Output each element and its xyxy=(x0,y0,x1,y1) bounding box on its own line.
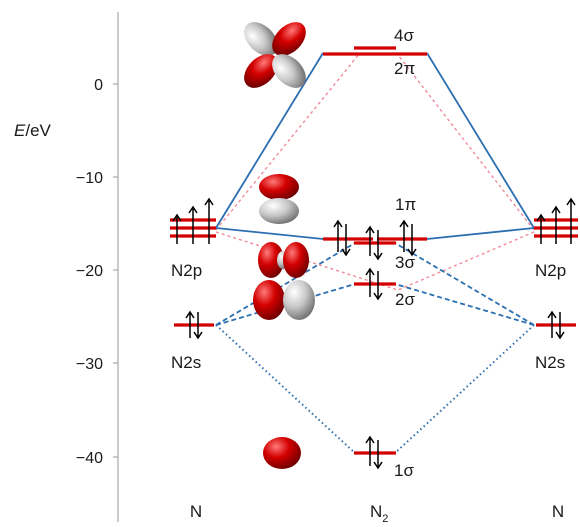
corr-left2p-to-2pi xyxy=(215,52,324,229)
spin-up-arrow xyxy=(566,197,576,244)
right-n2s-level xyxy=(536,310,576,340)
orbital-lobe-grey xyxy=(283,280,315,320)
spin-up-arrow xyxy=(399,219,409,252)
spin-up-arrow xyxy=(172,213,182,244)
corr-right2p-to-3sigma xyxy=(397,231,535,291)
mo-3sigma-label: 3σ xyxy=(395,253,415,272)
right-n2p-label: N2p xyxy=(535,261,566,280)
left-n2p-levels xyxy=(170,197,216,244)
orbital-lobe-red xyxy=(244,54,278,88)
spin-up-arrow xyxy=(365,435,375,466)
orbital-lobe-red xyxy=(283,242,309,278)
mo-4sigma-label: 4σ xyxy=(394,26,414,45)
left-n2p-label: N2p xyxy=(171,261,202,280)
tick-label-minus20: −20 xyxy=(76,263,103,280)
orbital-1sigma-image xyxy=(263,437,301,469)
corr-right2s-to-3sigma xyxy=(394,242,535,326)
molecule-symbol: N xyxy=(370,502,382,521)
orbital-1pi-bonding-image xyxy=(259,174,299,224)
corr-left2p-to-4sigma xyxy=(215,52,361,231)
column-label-molecule: N2 xyxy=(370,502,388,525)
mo-2sigma-label: 2σ xyxy=(395,290,415,309)
mo-1pi-label: 1π xyxy=(395,195,416,214)
orbital-lobe-grey xyxy=(272,54,306,88)
spin-down-arrow xyxy=(373,271,383,301)
energy-axis-label: E/eV xyxy=(14,121,52,140)
mo-2pi-label: 2π xyxy=(394,59,415,78)
corr-left2p-to-3sigma xyxy=(215,231,399,291)
corr-right2p-to-2pi xyxy=(426,52,535,229)
corr-right2s-to-1sigma xyxy=(394,324,535,454)
spin-down-arrow xyxy=(555,312,565,340)
left-n2s-label: N2s xyxy=(171,353,201,372)
mo-1sigma-label: 1σ xyxy=(394,461,414,480)
spin-down-arrow xyxy=(193,312,203,340)
orbital-lobe-red xyxy=(272,22,306,56)
tick-label-minus30: −30 xyxy=(76,356,103,373)
molecule-subscript: 2 xyxy=(382,513,388,525)
tick-label-minus40: −40 xyxy=(76,450,103,467)
orbital-lobe-grey xyxy=(259,198,299,224)
orbital-lobe-red xyxy=(259,174,299,200)
spin-up-arrow xyxy=(185,310,195,338)
orbital-lobe-red xyxy=(263,437,301,469)
right-n2s-label: N2s xyxy=(535,353,565,372)
spin-up-arrow xyxy=(365,267,375,297)
mo-2sigma-level xyxy=(354,267,396,301)
mo-3sigma-level xyxy=(354,225,396,261)
energy-symbol: E xyxy=(14,121,26,140)
spin-down-arrow xyxy=(407,224,417,257)
orbital-2sigma-image xyxy=(253,280,315,320)
mo-1sigma-level xyxy=(354,435,396,470)
corr-right2p-to-2pi xyxy=(397,54,535,231)
spin-up-arrow xyxy=(551,205,561,244)
orbital-3sigma-image xyxy=(258,242,309,278)
corr-left2s-to-3sigma xyxy=(215,242,356,326)
bonding-correlation-lines xyxy=(215,52,535,454)
column-label-left-atom: N xyxy=(190,502,202,521)
tick-label-minus10: −10 xyxy=(76,170,103,187)
corr-left2p-to-1pi xyxy=(215,227,324,240)
right-n2p-levels xyxy=(534,197,578,244)
spin-up-arrow xyxy=(536,213,546,244)
spin-down-arrow xyxy=(373,230,383,261)
axis-ticks xyxy=(113,83,118,458)
spin-up-arrow xyxy=(333,219,343,252)
energy-unit: /eV xyxy=(25,121,51,140)
mo-1pi-levels xyxy=(323,219,427,257)
column-label-right-atom: N xyxy=(552,502,564,521)
orbital-lobe-red xyxy=(253,280,285,320)
spin-up-arrow xyxy=(188,205,198,244)
orbital-lobe-red xyxy=(258,242,284,278)
spin-up-arrow xyxy=(547,310,557,338)
orbital-lobe-grey xyxy=(244,22,278,56)
spin-down-arrow xyxy=(341,224,351,257)
corr-right2p-to-1pi xyxy=(426,227,535,240)
spin-up-arrow xyxy=(204,197,214,244)
antibonding-correlation-lines xyxy=(215,52,535,291)
spin-down-arrow xyxy=(373,440,383,470)
left-n2s-level xyxy=(174,310,214,340)
orbital-2pi-antibonding-image xyxy=(244,22,306,88)
corr-left2s-to-1sigma xyxy=(215,324,356,454)
corr-right2s-to-2sigma xyxy=(394,283,535,326)
spin-up-arrow xyxy=(365,225,375,256)
tick-label-0: 0 xyxy=(94,77,103,94)
